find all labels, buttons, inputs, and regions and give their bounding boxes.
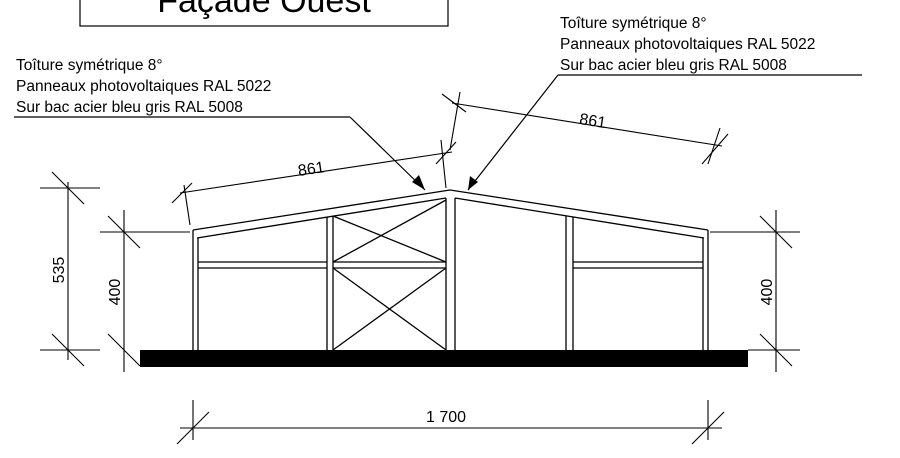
dim-roof-right-ext-2	[707, 127, 721, 165]
dim-400-left-tick-top	[107, 215, 141, 249]
dim-400-right-tick-top	[759, 215, 793, 249]
dimension-ridge-height	[40, 171, 100, 367]
brace-upper-1	[332, 215, 447, 263]
dim-roof-right-text: 861	[578, 111, 607, 132]
dim-roof-right-tick-2	[701, 133, 729, 165]
dimension-roof-left	[171, 139, 457, 226]
dim-roof-left-tick-2	[435, 141, 457, 165]
dim-1700-tick-left	[176, 411, 210, 445]
leader-right-arrow-line	[467, 74, 559, 191]
dim-roof-right-tick-1	[441, 93, 467, 113]
dimension-roof-right	[441, 91, 729, 165]
brace-upper-2	[332, 199, 447, 263]
annotation-leaders	[14, 74, 862, 191]
title-box	[79, 0, 449, 27]
annotation-right-line1: Toîture symétrique 8°	[560, 15, 707, 32]
dim-400-left-tick-bottom	[107, 333, 141, 367]
annotation-right: Toîture symétrique 8° Panneaux photovolt…	[560, 15, 815, 74]
dim-roof-left-line	[179, 151, 453, 194]
dim-roof-left-text: 861	[297, 159, 326, 180]
leader-right-arrowhead	[468, 176, 478, 190]
dim-400-right-tick-bottom	[759, 333, 793, 367]
roof-right-inner	[454, 197, 705, 239]
dim-roof-left-ext-1	[183, 184, 191, 226]
annotation-left-line2: Panneaux photovoltaiques RAL 5022	[16, 78, 271, 95]
annotation-left: Toîture symétrique 8° Panneaux photovolt…	[16, 57, 271, 116]
dim-1700-text: 1 700	[426, 409, 466, 426]
building-frame	[192, 189, 709, 351]
dimension-eave-right	[710, 210, 800, 372]
dim-1700-tick-right	[691, 411, 725, 445]
dim-roof-right-line	[451, 102, 723, 147]
roof-left-outer	[192, 189, 451, 231]
dim-roof-left-tick-1	[171, 182, 193, 204]
annotation-right-line3: Sur bac acier bleu gris RAL 5008	[560, 57, 787, 74]
ground-slab	[140, 350, 748, 367]
dim-400-right-text: 400	[759, 279, 776, 306]
roof-left-inner	[196, 197, 447, 239]
title-text: Façade Ouest	[157, 0, 371, 20]
dim-535-text: 535	[51, 257, 68, 284]
roof-right-outer	[449, 189, 709, 231]
dimension-eave-left	[100, 210, 190, 372]
annotation-left-line3: Sur bac acier bleu gris RAL 5008	[16, 99, 243, 116]
dimension-total-length	[176, 400, 725, 445]
dim-roof-right-ext-1	[449, 91, 461, 151]
dim-535-tick-bottom	[51, 333, 85, 367]
leader-left-arrow-line	[349, 116, 426, 191]
annotation-left-line1: Toîture symétrique 8°	[16, 57, 163, 74]
dim-roof-left-ext-2	[440, 139, 447, 189]
dim-535-tick-top	[51, 171, 85, 205]
brace-lower-2	[332, 267, 447, 351]
annotation-right-line2: Panneaux photovoltaiques RAL 5022	[560, 36, 815, 53]
title-block: Façade Ouest	[79, 0, 449, 27]
leader-left-arrowhead	[412, 175, 425, 190]
dim-400-left-text: 400	[107, 279, 124, 306]
